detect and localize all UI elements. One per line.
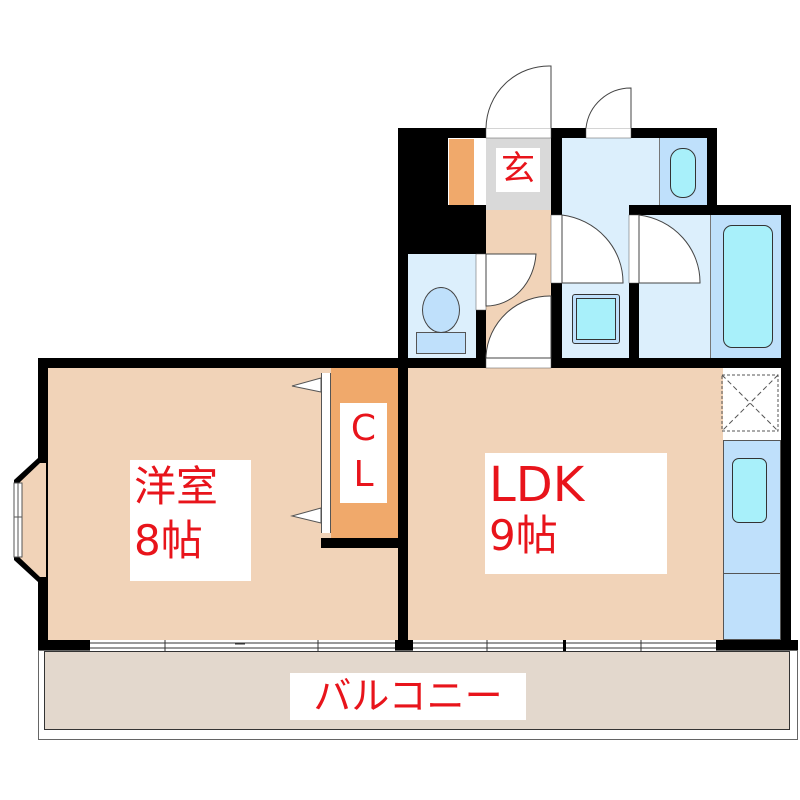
western-room-name: 洋室 xyxy=(134,462,219,511)
closet-door-track xyxy=(321,373,331,533)
closet-label: C L xyxy=(340,403,387,503)
wall-toilet-left xyxy=(398,254,408,358)
wall-closet-bottom xyxy=(321,538,401,548)
shoe-cabinet xyxy=(449,139,474,205)
washing-machine-drum xyxy=(576,298,616,340)
entrance-label: 玄 xyxy=(496,148,540,192)
washroom-door-swing xyxy=(561,214,624,284)
wall-west-room-top xyxy=(38,358,410,368)
wall-ldk-top xyxy=(398,358,790,368)
ldk-door-swing xyxy=(485,295,552,359)
wall-core-block-2 xyxy=(448,205,486,254)
closet-door-right-icon xyxy=(290,507,322,524)
wall-west xyxy=(38,358,48,458)
washbasin-icon xyxy=(670,148,696,198)
wall-toilet-right xyxy=(476,310,486,360)
wall-hall-right xyxy=(551,128,562,215)
wall-wash-east xyxy=(707,128,717,208)
entrance-door-frame xyxy=(485,127,552,139)
wall-north-mid xyxy=(551,128,586,138)
bathtub-icon xyxy=(723,225,773,348)
wall-west-lower xyxy=(38,582,48,650)
kitchen-divider xyxy=(723,573,781,574)
ldk-label: LDK 9帖 xyxy=(485,453,667,574)
wall-bottom-left xyxy=(38,640,90,650)
closet-label-c: C xyxy=(350,408,377,449)
wall-bottom-right xyxy=(716,640,798,650)
wall-partition xyxy=(398,358,408,650)
sink-icon xyxy=(732,458,767,523)
washroom-outer-door-swing xyxy=(585,87,632,129)
wall-north-right xyxy=(631,128,717,138)
wall-hall-right-lower xyxy=(551,283,562,360)
storage-hatch-icon xyxy=(721,374,779,432)
ldk-name: LDK xyxy=(489,457,585,513)
wall-bath-left xyxy=(629,283,639,360)
bathroom-door-swing xyxy=(638,214,701,284)
closet-label-l: L xyxy=(353,454,374,495)
wall-east xyxy=(781,205,791,650)
entrance-door-swing xyxy=(485,65,552,129)
wall-core-block xyxy=(398,128,448,254)
window-western-room xyxy=(90,640,395,651)
balcony-label: バルコニー xyxy=(290,673,526,720)
wall-bath-top xyxy=(629,205,791,215)
toilet-door-swing xyxy=(485,253,537,307)
ldk-size: 9帖 xyxy=(489,511,558,560)
closet-door-left-icon xyxy=(291,377,322,393)
toilet-bowl xyxy=(422,287,460,333)
western-room-label: 洋室 8帖 xyxy=(130,460,251,581)
western-room-size: 8帖 xyxy=(134,516,203,565)
window-ldk xyxy=(413,640,716,651)
